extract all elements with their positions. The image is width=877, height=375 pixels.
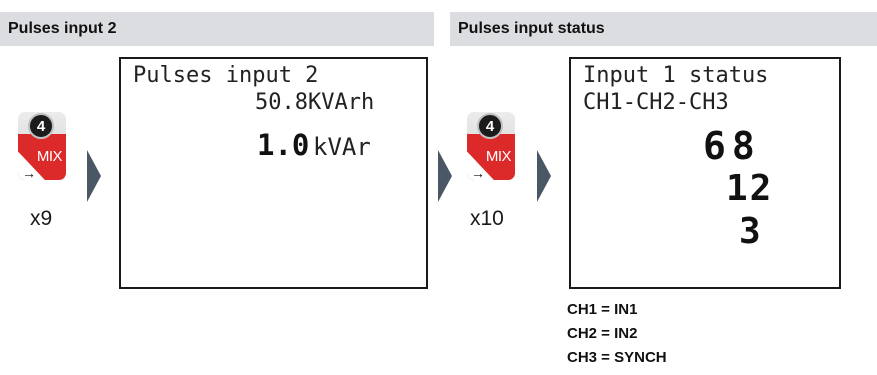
- key-number-badge: 4: [28, 113, 54, 139]
- display-line-1: Pulses input 2: [133, 63, 319, 88]
- chevron-right-icon: [537, 150, 551, 202]
- display-line-2: 50.8KVArh: [255, 90, 375, 115]
- display-big-value: 1.0: [257, 128, 310, 162]
- right-arrow-icon: →: [22, 165, 36, 181]
- status-row-1: 68: [703, 124, 761, 168]
- right-arrow-icon: →: [471, 165, 485, 181]
- chevron-right-icon: [87, 150, 101, 202]
- key-mix-label: MIX: [485, 148, 512, 165]
- chevron-right-icon: [438, 150, 452, 202]
- legend-line: CH2 = IN2: [567, 325, 638, 342]
- legend-line: CH3 = SYNCH: [567, 349, 667, 366]
- status-row-2: 12: [726, 168, 774, 209]
- section-header-pulses-input-status: Pulses input status: [450, 12, 877, 46]
- section-title: Pulses input 2: [8, 20, 117, 37]
- lcd-display-pulses-input: Pulses input 2 50.8KVArh 1.0 kVAr: [119, 57, 428, 289]
- legend-line: CH1 = IN1: [567, 301, 638, 318]
- mix-key-button[interactable]: 4 MIX →: [467, 112, 515, 180]
- key-mix-label: MIX: [36, 148, 63, 165]
- section-title: Pulses input status: [458, 20, 605, 37]
- display-big-unit: kVAr: [313, 133, 371, 161]
- key-number-badge: 4: [477, 113, 503, 139]
- mix-key-button[interactable]: 4 MIX →: [18, 112, 66, 180]
- status-row-3: 3: [739, 211, 761, 252]
- lcd-display-input-status: Input 1 status CH1-CH2-CH3 68 12 3: [569, 57, 841, 289]
- section-header-pulses-input-2: Pulses input 2: [0, 12, 434, 46]
- press-count: x10: [470, 207, 504, 230]
- display-line-1: Input 1 status: [583, 63, 769, 88]
- display-line-2: CH1-CH2-CH3: [583, 90, 729, 115]
- press-count: x9: [30, 207, 53, 230]
